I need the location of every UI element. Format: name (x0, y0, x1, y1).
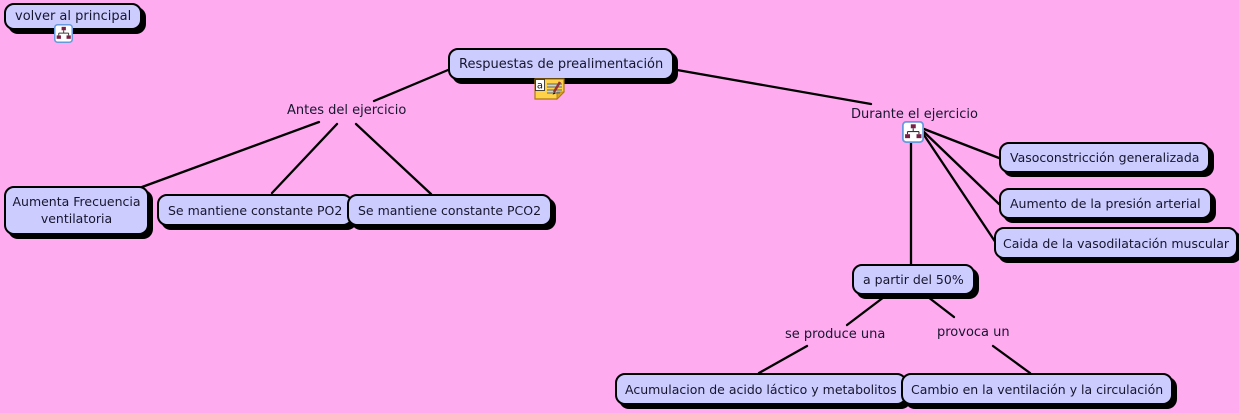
node-cambio-ventilacion[interactable]: Cambio en la ventilación y la circulació… (901, 373, 1174, 405)
edge-partir50-seproduce (845, 295, 886, 327)
node-presion-arterial[interactable]: Aumento de la presión arterial (999, 188, 1212, 219)
edge-durante-vasoconstriccion (922, 127, 1001, 160)
edge-provoca-cambio (991, 344, 1032, 375)
phrase-se-produce-una[interactable]: se produce una (785, 327, 886, 342)
node-vasoconstriccion[interactable]: Vasoconstricción generalizada (999, 142, 1211, 173)
note-icon[interactable]: a (534, 78, 565, 100)
cmap-link-icon[interactable] (54, 24, 73, 43)
node-aumenta-frecuencia[interactable]: Aumenta Frecuencia ventilatoria (4, 186, 149, 235)
node-volver-al-principal[interactable]: volver al principal (4, 3, 143, 30)
edge-antes-aumenta (140, 120, 321, 189)
edge-antes-pco2 (354, 122, 433, 196)
node-caida-vasodilatacion[interactable]: Caida de la vasodilatación muscular (994, 227, 1239, 259)
edge-antes-po2 (270, 122, 339, 195)
cmap-link-icon[interactable] (902, 121, 924, 143)
phrase-provoca-un[interactable]: provoca un (937, 325, 1010, 340)
edge-durante-presion (922, 130, 1001, 206)
edge-seproduce-acumulacion (757, 344, 809, 375)
edge-durante-caida (922, 133, 998, 245)
node-a-partir-del-50[interactable]: a partir del 50% (852, 264, 975, 295)
node-respuestas-prealimentacion[interactable]: Respuestas de prealimentación (448, 48, 675, 80)
node-constante-po2[interactable]: Se mantiene constante PO2 (157, 194, 354, 226)
edge-respuestas-antes (372, 68, 450, 103)
phrase-durante-el-ejercicio[interactable]: Durante el ejercicio (851, 107, 978, 122)
node-acumulacion-lactico[interactable]: Acumulacion de acido láctico y metabolit… (615, 373, 907, 405)
note-icon-letter: a (537, 81, 543, 92)
phrase-antes-del-ejercicio[interactable]: Antes del ejercicio (287, 103, 407, 118)
node-constante-pco2[interactable]: Se mantiene constante PCO2 (347, 194, 553, 226)
edge-partir50-provoca (926, 295, 956, 319)
edge-respuestas-durante (658, 65, 873, 106)
